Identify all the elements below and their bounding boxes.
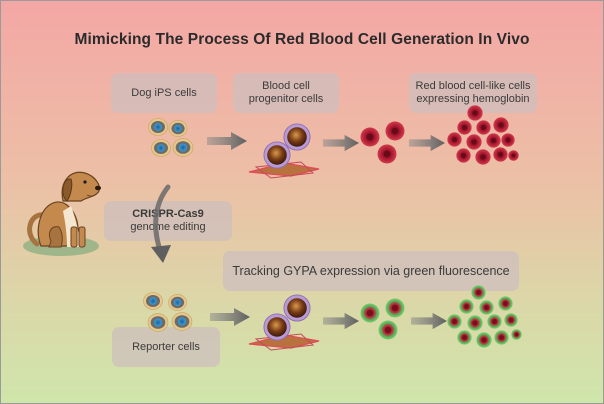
- label-reporter: Reporter cells: [112, 327, 220, 367]
- label-crispr-line2: genome editing: [130, 221, 206, 233]
- ips-cell-cluster-icon: [147, 117, 194, 158]
- label-progenitor: Blood cell progenitor cells: [233, 73, 339, 113]
- red-blood-cell-cluster-icon: [447, 105, 519, 165]
- label-dog-ips-text: Dog iPS cells: [131, 86, 197, 99]
- arrow-icon: [207, 132, 247, 150]
- label-tracking-text: Tracking GYPA expression via green fluor…: [232, 263, 510, 278]
- arrow-icon: [411, 312, 447, 330]
- label-rbc-line1: Red blood cell-like cells: [415, 80, 531, 92]
- arrow-icon: [210, 308, 250, 326]
- label-reporter-text: Reporter cells: [132, 340, 200, 353]
- reporter-cell-cluster-icon: [142, 291, 193, 332]
- red-blood-cell-icon: [360, 121, 405, 164]
- green-fluorescent-cell-icon: [360, 298, 405, 340]
- label-crispr: CRISPR-Cas9 genome editing: [104, 201, 232, 241]
- label-rbc: Red blood cell-like cells expressing hem…: [409, 73, 537, 113]
- arrow-icon: [323, 312, 359, 330]
- dog-icon: [23, 171, 101, 256]
- label-progenitor-line1: Blood cell: [262, 80, 310, 92]
- label-crispr-line1: CRISPR-Cas9: [132, 208, 204, 220]
- label-progenitor-line2: progenitor cells: [248, 93, 324, 105]
- green-fluorescent-cell-cluster-icon: [447, 285, 522, 348]
- arrow-icon: [151, 184, 171, 263]
- arrow-icon: [323, 134, 359, 152]
- arrow-icon: [409, 134, 445, 152]
- diagram-title: Mimicking The Process Of Red Blood Cell …: [74, 31, 530, 48]
- label-dog-ips: Dog iPS cells: [111, 73, 217, 113]
- progenitor-cell-icon: [248, 294, 320, 351]
- label-tracking: Tracking GYPA expression via green fluor…: [223, 251, 519, 291]
- label-rbc-line2: expressing hemoglobin: [416, 93, 530, 105]
- progenitor-cell-icon: [248, 123, 320, 179]
